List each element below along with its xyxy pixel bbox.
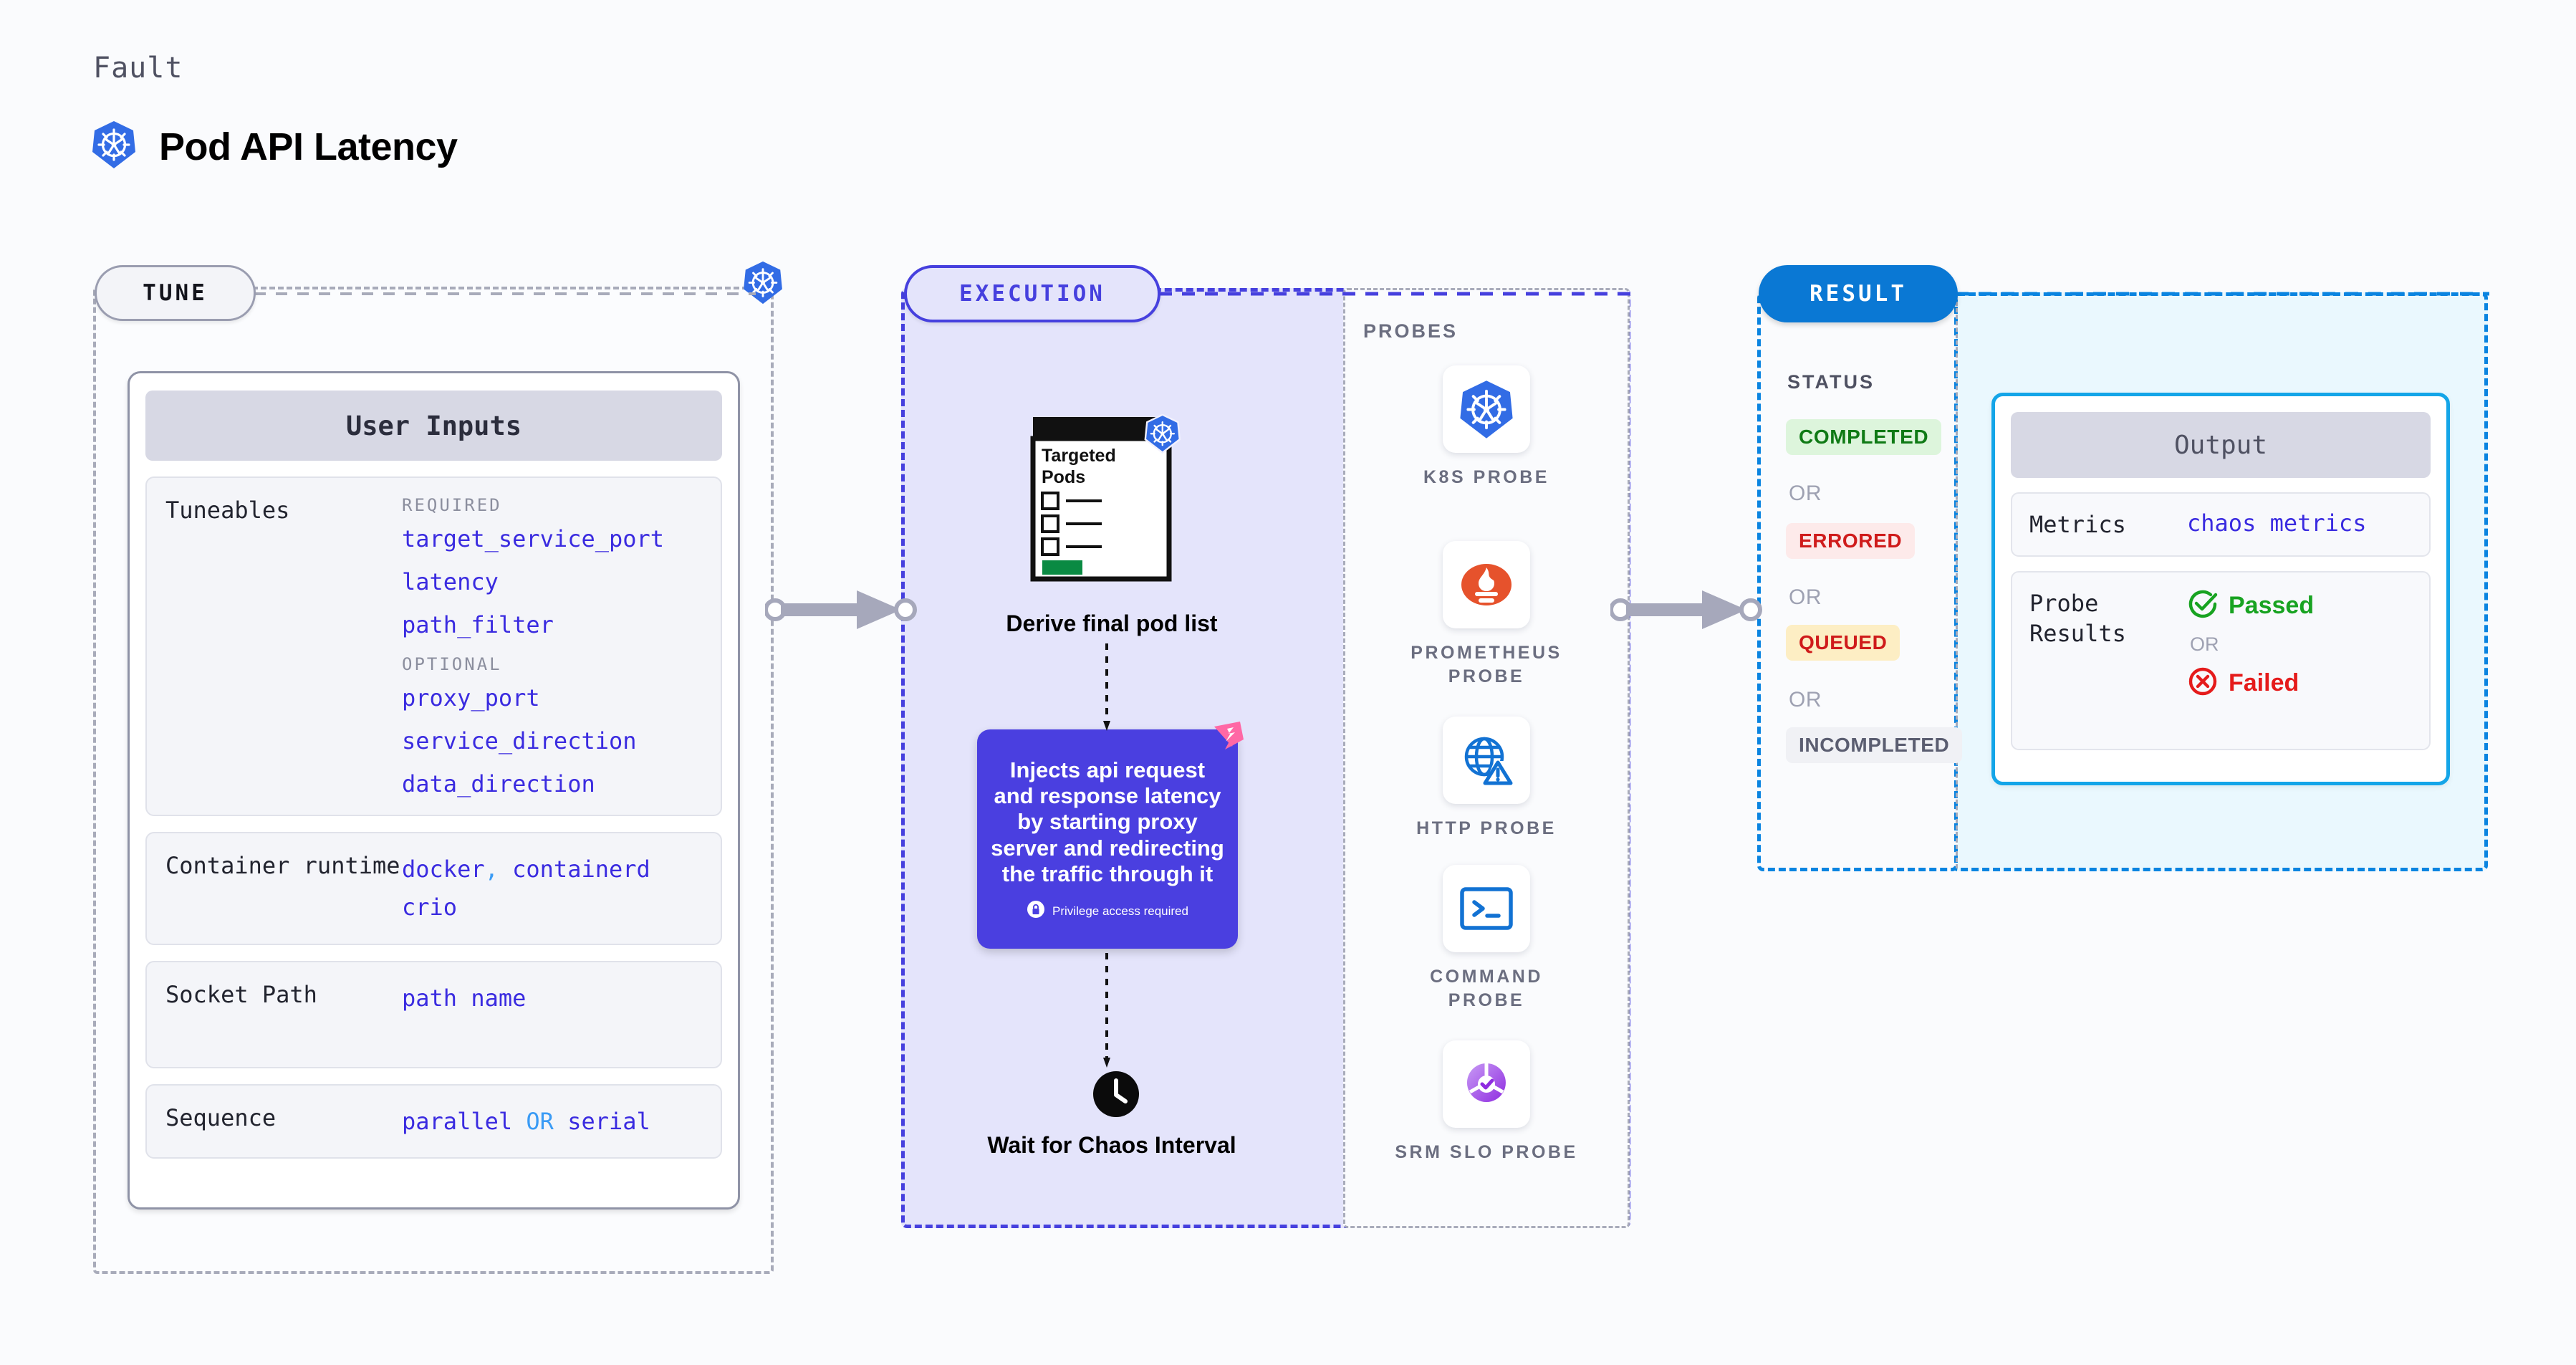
page-title-row: Pod API Latency [92, 120, 458, 173]
lock-icon [1027, 900, 1045, 922]
metrics-value[interactable]: chaos metrics [2187, 509, 2367, 537]
tuneables-values: REQUIRED target_service_port latency pat… [402, 495, 702, 798]
x-circle-icon [2187, 666, 2219, 701]
probe-srm-slo[interactable]: SRM SLO PROBE [1393, 1040, 1580, 1164]
kubernetes-icon [92, 120, 136, 173]
metrics-row: Metrics chaos metrics [2011, 492, 2431, 557]
probe-result-failed: Failed [2187, 666, 2314, 701]
status-or-3: OR [1789, 688, 1822, 712]
sequence-or: OR [526, 1107, 554, 1135]
probe-label: HTTP PROBE [1416, 818, 1557, 838]
http-globe-warning-icon [1443, 717, 1530, 804]
status-badge-incompleted: INCOMPLETED [1786, 727, 1963, 763]
tuneable-proxy-port[interactable]: proxy_port [402, 684, 540, 712]
flow-line-inject-to-clock [1103, 953, 1110, 1068]
check-circle-icon [2187, 588, 2219, 623]
runtime-separator: , [484, 856, 499, 883]
tune-pill-dash-line [254, 292, 756, 295]
harness-icon [1208, 718, 1246, 760]
arrow-tune-to-execution [765, 590, 917, 629]
status-badge-queued: QUEUED [1786, 625, 1900, 661]
required-label: REQUIRED [402, 495, 502, 515]
socket-path-value[interactable]: path name [402, 984, 527, 1012]
runtime-containerd[interactable]: containerd [512, 856, 650, 883]
user-inputs-title: User Inputs [145, 391, 722, 461]
status-badge-completed: COMPLETED [1786, 419, 1942, 455]
tuneables-key: Tuneables [165, 497, 290, 524]
inject-latency-box: Injects api request and response latency… [977, 722, 1244, 949]
sequence-row: Sequence parallel OR serial [145, 1083, 722, 1159]
probe-label: K8S PROBE [1423, 467, 1549, 487]
output-card: Output Metrics chaos metrics Probe Resul… [1991, 393, 2450, 785]
inject-description: Injects api request and response latency… [991, 757, 1224, 886]
sequence-key: Sequence [165, 1103, 277, 1131]
flow-line-derive-to-inject [1103, 643, 1110, 731]
result-pill-dash-line [1956, 292, 2489, 296]
tuneable-service-direction[interactable]: service_direction [402, 727, 637, 755]
sequence-values: parallel OR serial [402, 1103, 702, 1141]
derive-pod-list-caption: Derive final pod list [1006, 610, 1218, 636]
kubernetes-icon [743, 261, 783, 308]
probe-label: COMMAND PROBE [1430, 967, 1543, 1010]
kubernetes-icon [1443, 365, 1530, 453]
probe-results-values: Passed OR Failed [2187, 588, 2314, 733]
container-runtime-row: Container runtime docker, containerd cri… [145, 832, 722, 945]
tuneable-latency[interactable]: latency [402, 568, 499, 595]
targeted-pods-card: Targeted Pods [1030, 413, 1189, 585]
status-title: STATUS [1787, 371, 1875, 393]
tuneable-data-direction[interactable]: data_direction [402, 770, 595, 798]
optional-label: OPTIONAL [402, 654, 502, 674]
tab-tune[interactable]: TUNE [95, 265, 256, 321]
sequence-parallel[interactable]: parallel [402, 1107, 513, 1135]
probe-prometheus[interactable]: PROMETHEUS PROBE [1393, 541, 1580, 689]
probe-label: SRM SLO PROBE [1395, 1142, 1578, 1162]
sequence-serial[interactable]: serial [567, 1107, 650, 1135]
privilege-note: Privilege access required [1052, 904, 1188, 918]
tuneable-target-service-port[interactable]: target_service_port [402, 525, 665, 552]
metrics-key: Metrics [2029, 511, 2126, 538]
status-badge-errored: ERRORED [1786, 523, 1916, 559]
result-status-divider [1956, 295, 1958, 868]
tuneable-path-filter[interactable]: path_filter [402, 611, 554, 638]
tab-result[interactable]: RESULT [1759, 265, 1958, 322]
container-runtime-key: Container runtime [165, 852, 400, 879]
probe-results-row: Probe Results Passed OR [2011, 571, 2431, 751]
probe-command[interactable]: COMMAND PROBE [1393, 865, 1580, 1012]
socket-path-row: Socket Path path name [145, 960, 722, 1068]
probe-label: PROMETHEUS PROBE [1410, 643, 1562, 686]
output-title: Output [2011, 412, 2431, 478]
eyebrow-label: Fault [93, 52, 183, 85]
privilege-note-row: Privilege access required [1027, 900, 1188, 922]
srm-slo-icon [1443, 1040, 1530, 1128]
failed-label: Failed [2229, 669, 2299, 697]
tab-execution[interactable]: EXECUTION [904, 265, 1160, 322]
container-runtime-values: docker, containerd crio [402, 851, 702, 926]
probe-result-passed: Passed [2187, 588, 2314, 623]
probe-http[interactable]: HTTP PROBE [1393, 717, 1580, 840]
status-or-2: OR [1789, 585, 1822, 609]
terminal-icon [1443, 865, 1530, 952]
page-title: Pod API Latency [159, 125, 458, 168]
svg-text:Targeted: Targeted [1042, 446, 1116, 466]
wait-chaos-interval-caption: Wait for Chaos Interval [987, 1132, 1236, 1158]
svg-text:Pods: Pods [1042, 467, 1085, 487]
runtime-docker[interactable]: docker [402, 856, 485, 883]
tuneables-row: Tuneables REQUIRED target_service_port l… [145, 476, 722, 816]
clock-icon [1092, 1071, 1140, 1121]
probes-title: PROBES [1363, 320, 1458, 342]
arrow-execution-to-result [1610, 590, 1762, 629]
probe-results-key: Probe Results [2029, 590, 2126, 648]
probe-result-or: OR [2190, 633, 2219, 656]
execution-pill-dash-line [1159, 292, 1632, 296]
prometheus-icon [1443, 541, 1530, 628]
user-inputs-card: User Inputs Tuneables REQUIRED target_se… [128, 371, 740, 1210]
probe-k8s[interactable]: K8S PROBE [1393, 365, 1580, 489]
socket-path-key: Socket Path [165, 980, 317, 1008]
status-or-1: OR [1789, 482, 1822, 505]
runtime-crio[interactable]: crio [402, 893, 458, 921]
result-status-panel [1757, 292, 1958, 871]
passed-label: Passed [2229, 592, 2315, 620]
